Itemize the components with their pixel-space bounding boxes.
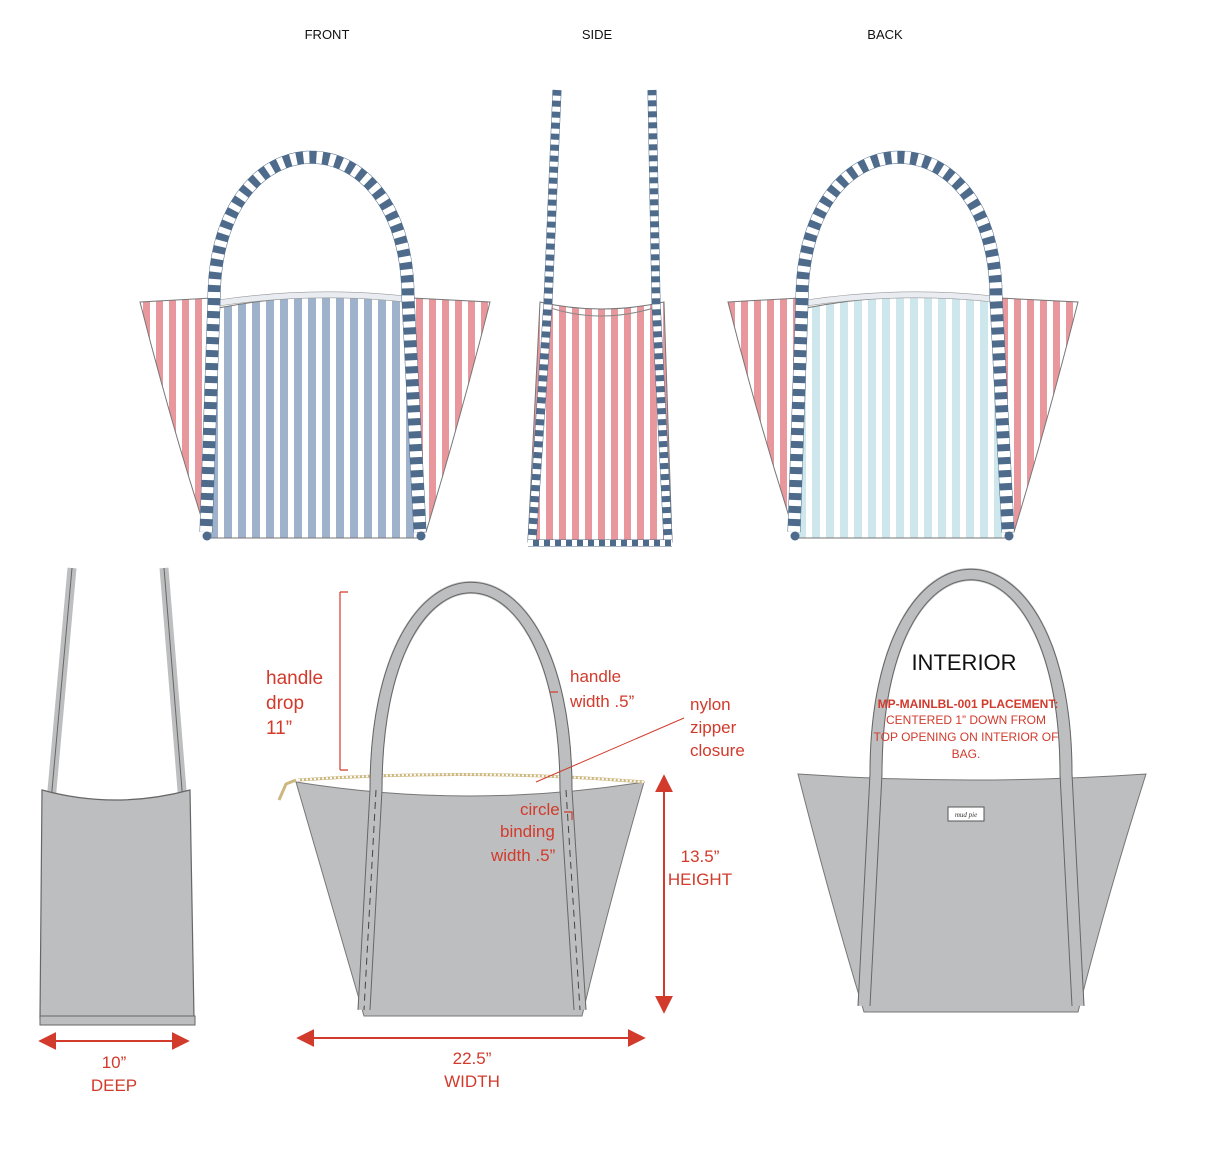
binding-dash-left [363,789,377,1011]
width-label: WIDTH [444,1072,500,1091]
side-view-title: SIDE [582,27,613,42]
label-logo: mud pie [955,811,977,819]
binding-line-2: binding [500,822,555,841]
side-gray-panel [39,789,195,1019]
back-bag-striped [727,150,1079,541]
height-label: HEIGHT [668,870,732,889]
interior-gray-handle-outer-edge [857,568,1085,1007]
binding-line-1: circle [520,800,560,819]
side-strap-right-stripes [648,89,672,541]
front-gray-handle [357,581,587,1011]
zipper-line-3: closure [690,741,745,760]
interior-gray-handle-inner-edge [869,579,1073,1007]
handle-drop-bracket [339,591,348,771]
interior-bag-gray: mud pie [797,568,1147,1013]
back-view-title: BACK [867,27,903,42]
callouts: handle drop 11” handle width .5” nylon z… [38,591,745,1095]
back-handle-end-left [790,531,800,541]
front-view-title: FRONT [305,27,350,42]
placement-note-line-3: BAG. [952,747,981,761]
front-handle-stripes [200,151,426,533]
interior-gray-handle [857,568,1085,1007]
side-panel [527,301,673,543]
front-bag-gray [277,581,645,1017]
binding-tick [564,811,573,820]
zipper-teeth [297,773,645,783]
interior-title: INTERIOR [911,650,1016,675]
height-value: 13.5” [681,847,720,866]
deep-label: DEEP [91,1076,137,1095]
width-value: 22.5” [453,1049,492,1068]
front-gray-handle-inner-edge [369,592,575,1011]
handle-width-line-1: handle [570,667,621,686]
interior-main-label [947,806,985,822]
zipper-leader-line [535,717,685,783]
back-panel [793,295,1007,539]
back-handle-stripes [788,151,1014,533]
placement-note-line-2: TOP OPENING ON INTERIOR OF [874,730,1059,744]
back-handle-end-right [1004,531,1014,541]
side-opening-line [544,305,661,317]
front-panel [205,295,419,539]
front-bag-striped [139,150,491,541]
side-strap-left-stripes [528,89,561,541]
front-right-gusset [411,297,491,533]
front-gray-body [295,781,645,1017]
zipper-tape [297,772,645,784]
zipper-line-2: zipper [690,718,737,737]
side-gray-bottom [39,1015,196,1026]
side-bag-gray [39,567,196,1026]
back-right-gusset [999,297,1079,533]
binding-line-3: width .5” [490,846,556,865]
placement-note-line-1: CENTERED 1” DOWN FROM [886,713,1046,727]
handle-width-line-2: width .5” [569,692,635,711]
handle-drop-line-2: drop [266,693,304,714]
zipper-line-1: nylon [690,695,731,714]
front-gray-handle-outer-edge [357,581,587,1011]
interior-gray-body [797,773,1147,1013]
placement-title: MP-MAINLBL-001 PLACEMENT: [878,697,1059,711]
front-handle-end-left [202,531,212,541]
zipper-pull [277,778,297,801]
side-bag-striped [527,89,673,547]
handle-drop-line-1: handle [266,668,323,689]
front-handle-end-right [416,531,426,541]
binding-dash-right [565,789,581,1011]
deep-value: 10” [102,1053,127,1072]
handle-drop-line-3: 11” [266,718,292,739]
